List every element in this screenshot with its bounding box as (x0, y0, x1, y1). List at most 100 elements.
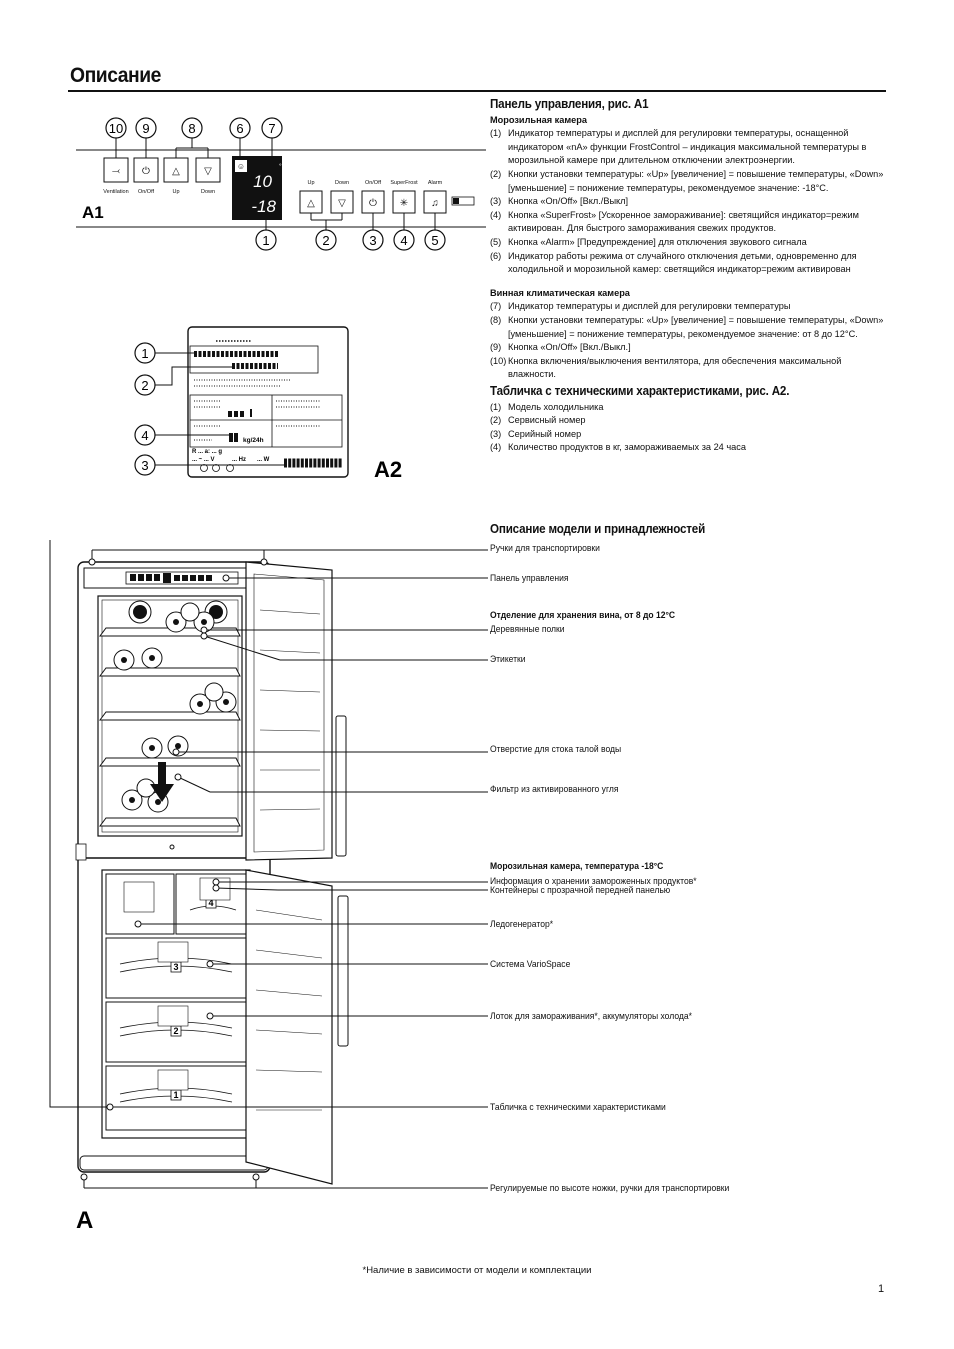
list-item: (1)Модель холодильника (490, 401, 890, 415)
label-variospace: Система VarioSpace (490, 959, 571, 969)
wine-items-list: (7)Индикатор температуры и дисплей для р… (490, 300, 890, 382)
label-freezer-tray: Лоток для замораживания*, аккумуляторы х… (490, 1011, 692, 1021)
superfrost-label: SuperFrost (390, 180, 418, 186)
power-right-icon: ⏻ (369, 198, 377, 209)
callout-4: 4 (400, 233, 407, 248)
wine-shelf-4 (99, 757, 241, 767)
callout-3-circle (362, 229, 384, 251)
label-storage-info: Информация о хранении замороженных проду… (490, 876, 697, 886)
callout-6: 6 (236, 121, 243, 136)
up-arrow-icon: △ (172, 166, 180, 177)
list-item-number: (1) (490, 401, 502, 412)
ventilation-icon: ⤙ (112, 166, 120, 177)
callout-3: 3 (369, 233, 376, 248)
list-item-number: (8) (490, 314, 502, 325)
up-right-label: Up (307, 180, 314, 186)
drain-arrow-icon (158, 762, 166, 786)
figure-a2-rating-plate: kg/24h R ... a: ... g ... ~ ... V ... Hz… (134, 326, 402, 482)
wine-door-handle (335, 715, 347, 857)
ventilation-label: Ventilation (103, 189, 128, 195)
plate-power: ... W (257, 457, 270, 463)
list-item-text: Индикатор температуры и дисплей для регу… (508, 128, 867, 166)
list-item-number: (7) (490, 301, 502, 312)
callout-5: 5 (431, 233, 438, 248)
list-item-text: Сервисный номер (508, 415, 586, 426)
callout-8: 8 (188, 121, 195, 136)
drawer-number-4: 4 (208, 898, 213, 908)
list-item-number: (2) (490, 168, 502, 179)
figure-a-appliance: 4 3 2 1 (49, 540, 488, 1234)
down-arrow-icon: ▽ (204, 166, 212, 177)
list-item-number: (9) (490, 342, 502, 353)
label-ice-maker: Ледогенератор* (490, 919, 554, 929)
plate-heading: Табличка с техническими характеристиками… (490, 384, 790, 398)
list-item-number: (4) (490, 442, 502, 453)
plate-refrigerant: R ... a: ... g (192, 449, 222, 455)
plate-frequency: ... Hz (232, 457, 246, 463)
label-wine-compartment: Отделение для хранения вина, от 8 до 12°… (490, 610, 676, 620)
page-number: 1 (878, 1283, 885, 1295)
snowflake-icon: ✳ (400, 198, 408, 209)
list-item-text: Кнопка «On/Off» [Вкл./Выкл.] (508, 342, 631, 353)
label-carbon-filter: Фильтр из активированного угля (490, 784, 619, 794)
label-rating-plate: Табличка с техническими характеристиками (490, 1102, 666, 1112)
list-item-number: (3) (490, 196, 502, 207)
freezer-subheading: Морозильная камера (490, 114, 587, 125)
rating-plate-frame (187, 326, 349, 478)
figure-a1-control-panel: A1 10 9 8 6 7 ⤙ ⏻ △ ▽ Ventilation (76, 117, 486, 251)
a2-callout-1: 1 (141, 346, 148, 361)
wine-shelf-2 (99, 667, 241, 677)
list-item: (4) Количество продуктов в кг, заморажива… (490, 441, 890, 455)
list-item-text: Индикатор работы режима от случайного от… (508, 250, 857, 275)
list-item: (1) Индикатор температуры и дисплей для р… (490, 127, 890, 168)
page-title: Описание (70, 64, 161, 87)
display-wine-temp: 10 (253, 172, 272, 191)
list-item: (3)Серийный номер (490, 428, 890, 442)
bell-icon: ♫ (431, 198, 439, 209)
onoff-left-label: On/Off (138, 189, 155, 195)
onoff-right-label: On/Off (365, 180, 382, 186)
callout-9: 9 (142, 121, 149, 136)
a1-label: A1 (82, 203, 104, 222)
label-wooden-shelves: Деревянные полки (490, 624, 565, 634)
list-item-text: Количество продуктов в кг, замораживаемы… (508, 442, 746, 453)
list-item-text: Кнопка «Alarm» [Предупреждение] для откл… (508, 236, 807, 247)
list-item: (4)Кнопка «SuperFrost» [Ускоренное замор… (490, 209, 890, 236)
list-item: (8) Кнопки установки температуры: «Up» [у… (490, 314, 890, 341)
wine-shelf-3 (99, 711, 241, 721)
a2-callout-4: 4 (141, 428, 148, 443)
plate-voltage: ... ~ ... V (192, 457, 215, 463)
power-icon: ⏻ (142, 166, 150, 177)
label-freezer-compartment: Морозильная камера, температура -18°C (490, 861, 664, 871)
a2-callout-3: 3 (141, 458, 148, 473)
panel-section: Панель управления, рис. A1 Морозильная к… (490, 97, 890, 382)
svg-text:☺: ☺ (237, 162, 245, 171)
label-feet: Регулируемые по высоте ножки, ручки для … (490, 1183, 730, 1193)
ventilation-button (103, 157, 129, 183)
list-item: (6)Индикатор работы режима от случайного… (490, 250, 890, 277)
list-item: (2)Сервисный номер (490, 414, 890, 428)
down-left-label: Down (201, 189, 215, 195)
drawer-number-3: 3 (173, 962, 178, 972)
callout-5-circle (424, 229, 446, 251)
onoff-left-button (133, 157, 159, 183)
callout-1-circle (255, 229, 277, 251)
plate-section: Табличка с техническими характеристиками… (490, 384, 890, 455)
wine-subheading: Винная климатическая камера (490, 287, 630, 298)
panel-heading: Панель управления, рис. A1 (490, 97, 649, 111)
list-item-number: (3) (490, 428, 502, 439)
drawer-number-1: 1 (173, 1090, 178, 1100)
down-right-label: Down (335, 180, 349, 186)
drawer-number-2: 2 (173, 1026, 178, 1036)
footnote: *Наличие в зависимости от модели и компл… (362, 1265, 592, 1276)
title-rule (68, 90, 886, 92)
model-heading: Описание модели и принадлежностей (490, 522, 706, 536)
list-item-number: (1) (490, 128, 502, 139)
callout-7: 7 (268, 121, 275, 136)
down-arrow-right-icon: ▽ (338, 198, 346, 209)
list-item-text: Кнопки установки температуры: «Up» [увел… (508, 314, 884, 339)
a2-label: A2 (374, 457, 402, 482)
label-containers: Контейнеры с прозрачной передней панелью (490, 885, 671, 895)
down-left-button (195, 157, 221, 183)
display-unit: °C (279, 162, 287, 170)
